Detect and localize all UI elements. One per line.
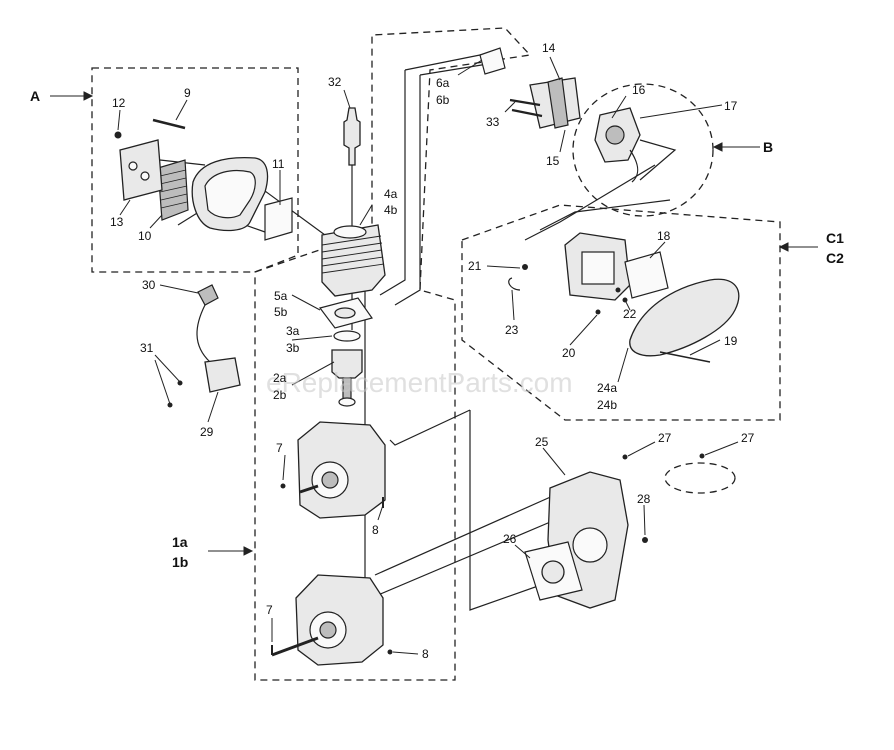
piston-ring-part bbox=[333, 330, 361, 342]
callout-23: 23 bbox=[505, 323, 519, 337]
section-letters: A B C1 C2 1a 1b bbox=[30, 88, 844, 570]
watermark-text: eReplacementParts.com bbox=[266, 367, 573, 398]
section-letter-c2: C2 bbox=[826, 250, 844, 266]
callout-19: 19 bbox=[724, 334, 738, 348]
callout-27-right: 27 bbox=[741, 431, 755, 445]
callout-11: 11 bbox=[272, 157, 285, 171]
engine-parts bbox=[271, 107, 393, 666]
carburetor-detail-circle bbox=[572, 83, 714, 217]
part-callouts: 12 9 13 10 11 32 4a 4b 5a 5b 3a 3b 2a 2b… bbox=[110, 41, 755, 661]
carb-housing-parts bbox=[508, 232, 740, 363]
spark-plug-part bbox=[343, 107, 361, 166]
callout-12: 12 bbox=[112, 96, 126, 110]
engine-housing-parts bbox=[524, 453, 736, 609]
air-filter-parts bbox=[114, 118, 293, 241]
callout-5a: 5a bbox=[274, 289, 288, 303]
callout-2a: 2a bbox=[273, 371, 287, 385]
section-label-1a: 1a bbox=[172, 534, 188, 550]
callout-14: 14 bbox=[542, 41, 556, 55]
engine-group-boundary bbox=[254, 27, 532, 681]
section-letter-c1: C1 bbox=[826, 230, 844, 246]
callout-33: 33 bbox=[486, 115, 500, 129]
callout-32: 32 bbox=[328, 75, 342, 89]
callout-3a: 3a bbox=[286, 324, 300, 338]
air-filter-base-plate-part bbox=[119, 139, 163, 201]
piston-part bbox=[331, 349, 363, 379]
callout-9: 9 bbox=[184, 86, 191, 100]
callout-4a: 4a bbox=[384, 187, 398, 201]
air-filter-group-boundary bbox=[91, 67, 299, 273]
callout-16: 16 bbox=[632, 83, 646, 97]
air-box-cover-part bbox=[629, 278, 740, 357]
gasket-part-11 bbox=[264, 197, 293, 241]
section-label-1b: 1b bbox=[172, 554, 188, 570]
callout-6a: 6a bbox=[436, 76, 450, 90]
spark-plug-boot-part bbox=[197, 284, 219, 306]
callout-8-bottom: 8 bbox=[422, 647, 429, 661]
callout-18: 18 bbox=[657, 229, 671, 243]
callout-7-top: 7 bbox=[276, 441, 283, 455]
intake-spacer-part bbox=[547, 77, 569, 129]
callout-15: 15 bbox=[546, 154, 560, 168]
leader-lines bbox=[50, 56, 818, 655]
callout-28: 28 bbox=[637, 492, 651, 506]
callout-10: 10 bbox=[138, 229, 152, 243]
carburetor-group-boundary bbox=[461, 204, 781, 421]
callout-31: 31 bbox=[140, 341, 154, 355]
callout-2b: 2b bbox=[273, 388, 287, 402]
section-letter-a: A bbox=[30, 88, 40, 104]
callout-29: 29 bbox=[200, 425, 214, 439]
callout-20: 20 bbox=[562, 346, 576, 360]
callout-22: 22 bbox=[623, 307, 637, 321]
callout-27-left: 27 bbox=[658, 431, 672, 445]
screw-part-9 bbox=[152, 118, 186, 130]
callout-5b: 5b bbox=[274, 305, 288, 319]
callout-13: 13 bbox=[110, 215, 124, 229]
section-letter-b: B bbox=[763, 139, 773, 155]
callout-21: 21 bbox=[468, 259, 482, 273]
callout-4b: 4b bbox=[384, 203, 398, 217]
callout-8-top: 8 bbox=[372, 523, 379, 537]
rope-part bbox=[664, 462, 736, 494]
ignition-module-part bbox=[204, 357, 241, 393]
callout-24b: 24b bbox=[597, 398, 617, 412]
screw-part-12 bbox=[114, 131, 122, 139]
callout-30: 30 bbox=[142, 278, 156, 292]
intake-parts bbox=[479, 47, 641, 183]
callout-26: 26 bbox=[503, 532, 517, 546]
callout-7-bottom: 7 bbox=[266, 603, 273, 617]
callout-25: 25 bbox=[535, 435, 549, 449]
callout-17: 17 bbox=[724, 99, 738, 113]
air-filter-cover-inner bbox=[204, 169, 256, 219]
callout-3b: 3b bbox=[286, 341, 300, 355]
callout-6b: 6b bbox=[436, 93, 450, 107]
ignition-parts bbox=[167, 284, 241, 408]
group-boundaries bbox=[91, 27, 781, 681]
filter-pad-part bbox=[624, 251, 669, 299]
intake-gasket-part bbox=[479, 47, 506, 75]
callout-24a: 24a bbox=[597, 381, 617, 395]
